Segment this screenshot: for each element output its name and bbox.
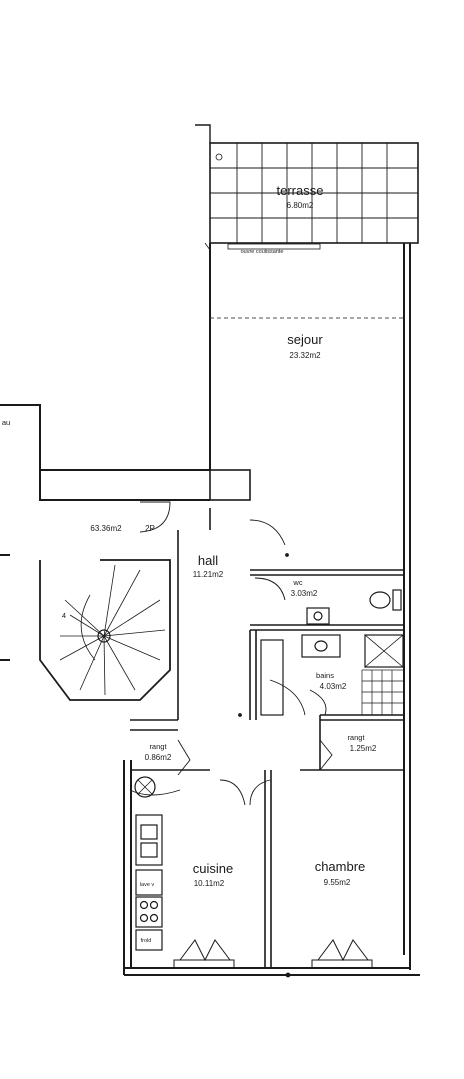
- interior-walls: [130, 469, 404, 968]
- room-name-terrasse: terrasse: [277, 183, 324, 198]
- room-area-wc: 3.03m2: [291, 589, 318, 598]
- exterior-walls: [0, 243, 420, 976]
- room-name-wc: wc: [292, 578, 302, 587]
- terrace-tile-grid: [210, 143, 418, 243]
- room-area-terrasse: 6.80m2: [287, 201, 314, 210]
- total-area: 63.36m2: [90, 524, 122, 533]
- bathroom-fixtures: [260, 607, 405, 716]
- edge-label: au: [2, 418, 10, 427]
- room-name-chambre: chambre: [315, 859, 366, 874]
- room-area-chambre: 9.55m2: [324, 878, 351, 887]
- bath-tile-grid: [361, 669, 405, 716]
- door-swings: [129, 501, 333, 806]
- bottom-windows: [173, 939, 373, 969]
- sliding-window: [227, 243, 321, 250]
- stair-number: 4: [62, 611, 66, 620]
- window-note: ouvre coulissante: [241, 249, 284, 255]
- kitchen-fixtures: [134, 776, 163, 951]
- room-area-rangt-right: 1.25m2: [350, 744, 377, 753]
- fridge-label: frold: [141, 938, 152, 944]
- room-name-cuisine: cuisine: [193, 861, 233, 876]
- terrace-area: [195, 124, 419, 250]
- room-name-hall: hall: [198, 553, 218, 568]
- stairwell: [39, 559, 171, 701]
- room-area-cuisine: 10.11m2: [194, 879, 225, 888]
- room-name-sejour: sejour: [287, 332, 323, 347]
- room-name-bains: bains: [316, 671, 334, 680]
- room-labels: terrasse 6.80m2 ouvre coulissante sejour…: [2, 183, 377, 944]
- room-area-bains: 4.03m2: [320, 682, 347, 691]
- room-area-sejour: 23.32m2: [289, 351, 321, 360]
- room-area-rangt-left: 0.86m2: [145, 753, 172, 762]
- room-name-rangt-left: rangt: [149, 742, 167, 751]
- dishwasher-label: lave v: [140, 882, 155, 888]
- unit-type: 2P: [145, 524, 155, 533]
- room-area-hall: 11.21m2: [193, 570, 224, 579]
- toilet-fixture: [369, 589, 402, 611]
- room-name-rangt-right: rangt: [347, 733, 365, 742]
